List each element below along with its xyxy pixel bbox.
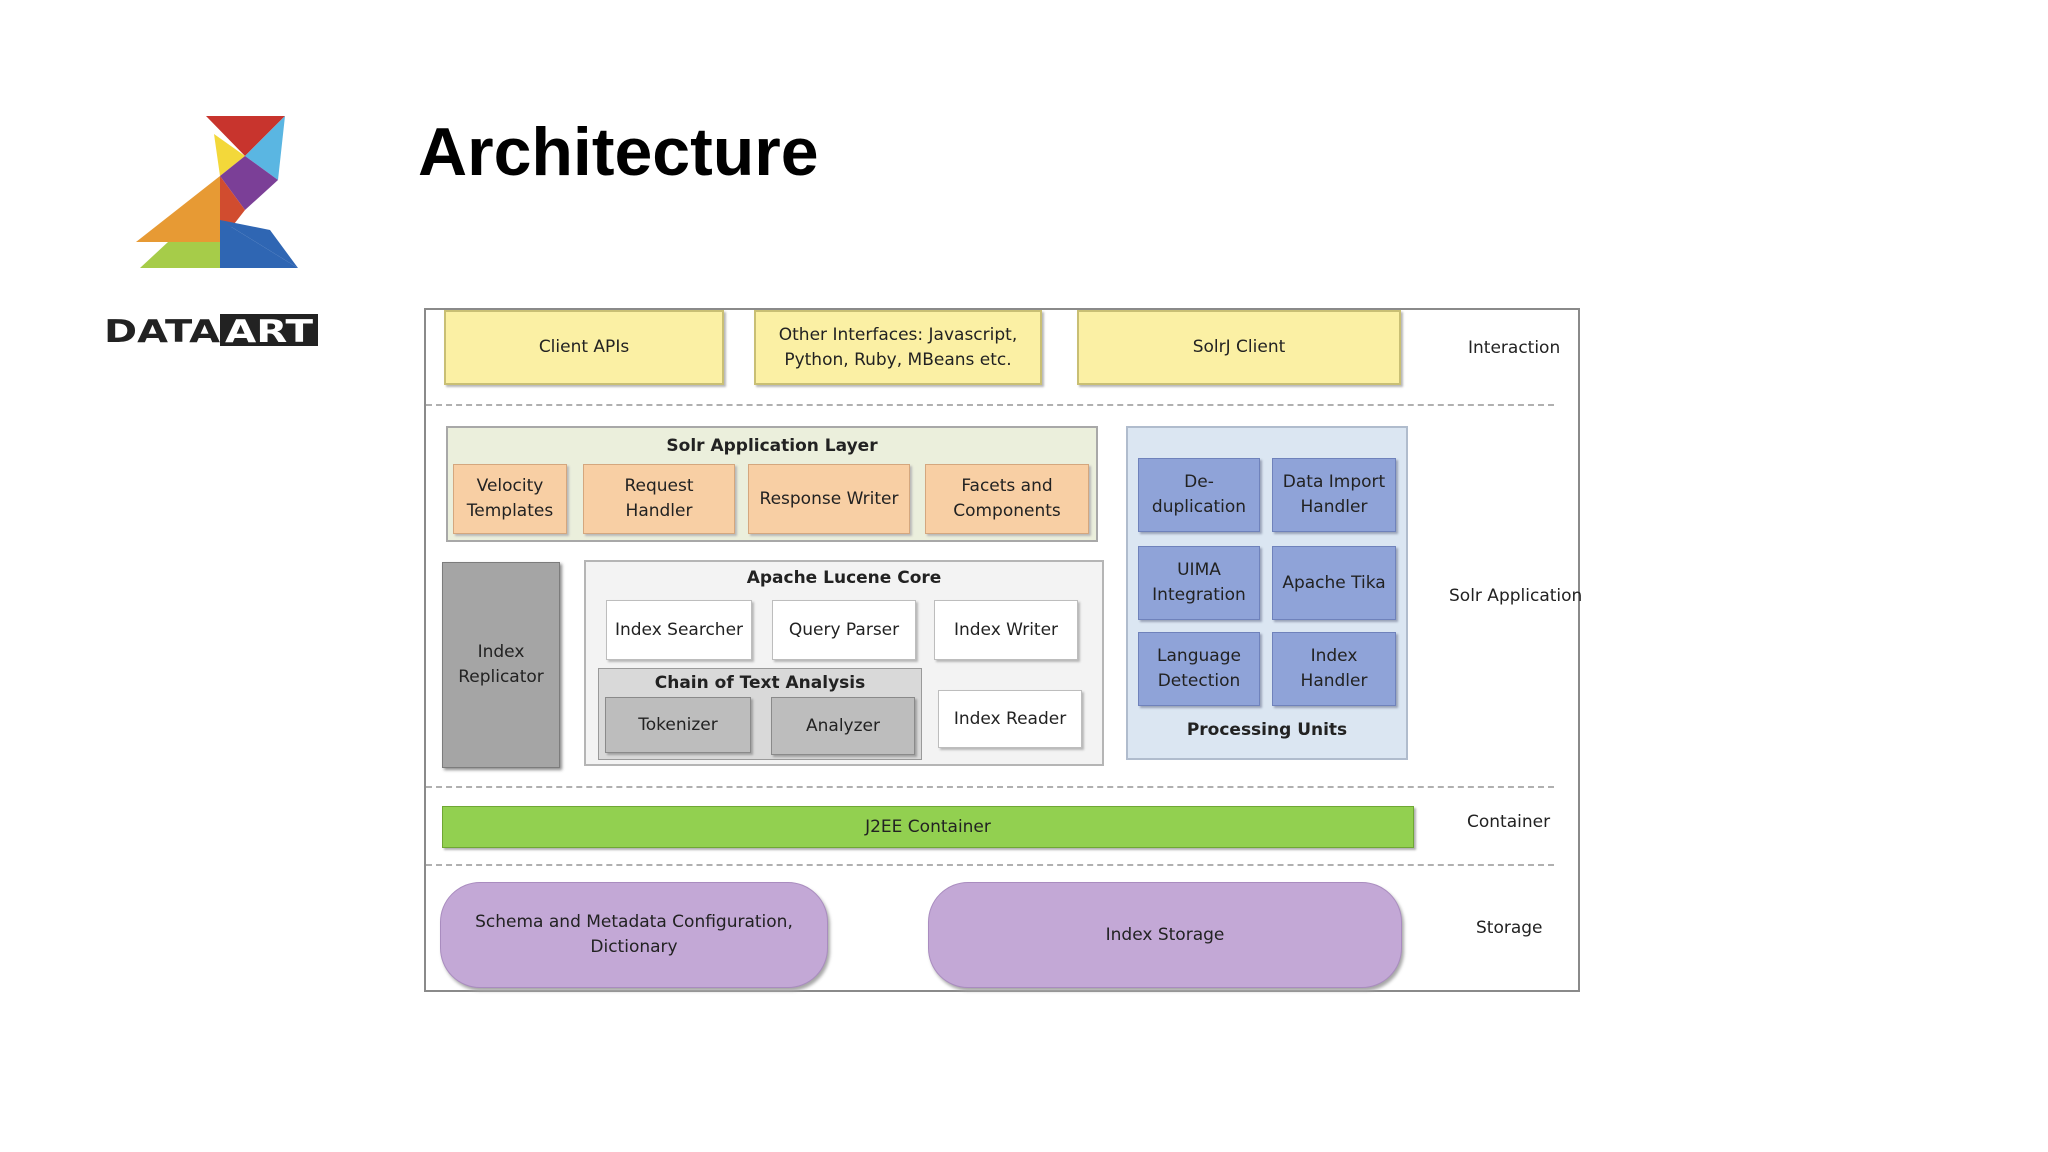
index-writer-box: Index Writer xyxy=(934,600,1078,660)
storage-label: Storage xyxy=(1476,918,1543,938)
architecture-diagram: Client APIs Other Interfaces: Javascript… xyxy=(424,308,1583,992)
solrj-client-box: SolrJ Client xyxy=(1077,310,1401,385)
lucene-core-title: Apache Lucene Core xyxy=(746,568,942,588)
divider-line xyxy=(426,786,1554,788)
request-handler-box: Request Handler xyxy=(583,464,735,534)
svg-text:ART: ART xyxy=(225,314,313,347)
other-interfaces-box: Other Interfaces: Javascript, Python, Ru… xyxy=(754,310,1042,385)
deduplication-box: De- duplication xyxy=(1138,458,1260,532)
index-replicator-box: Index Replicator xyxy=(442,562,560,768)
facets-components-box: Facets and Components xyxy=(925,464,1089,534)
j2ee-container-bar: J2EE Container xyxy=(442,806,1414,848)
chain-text-analysis-panel: Chain of Text Analysis Tokenizer Analyze… xyxy=(598,668,922,760)
index-searcher-box: Index Searcher xyxy=(606,600,752,660)
svg-text:DATA: DATA xyxy=(104,314,220,347)
index-reader-box: Index Reader xyxy=(938,690,1082,748)
interaction-label: Interaction xyxy=(1468,338,1561,358)
processing-units-panel: De- duplication Data Import Handler UIMA… xyxy=(1126,426,1408,760)
processing-units-title: Processing Units xyxy=(1186,720,1348,740)
page-title: Architecture xyxy=(418,114,819,190)
solr-application-label: Solr Application xyxy=(1449,586,1583,606)
language-detection-box: Language Detection xyxy=(1138,632,1260,706)
solr-application-layer-panel: Solr Application Layer Velocity Template… xyxy=(446,426,1098,542)
dataart-logo-text: DATA ART xyxy=(104,314,318,347)
tokenizer-box: Tokenizer xyxy=(605,697,751,753)
schema-metadata-storage-box: Schema and Metadata Configuration, Dicti… xyxy=(440,882,828,988)
client-apis-box: Client APIs xyxy=(444,310,724,385)
data-import-handler-box: Data Import Handler xyxy=(1272,458,1396,532)
index-storage-box: Index Storage xyxy=(928,882,1402,988)
apache-tika-box: Apache Tika xyxy=(1272,546,1396,620)
dataart-logo-icon xyxy=(136,116,298,268)
lucene-core-panel: Apache Lucene Core Index Searcher Query … xyxy=(584,560,1104,766)
divider-line xyxy=(426,864,1554,866)
index-handler-box: Index Handler xyxy=(1272,632,1396,706)
divider-line xyxy=(426,404,1554,406)
chain-text-analysis-title: Chain of Text Analysis xyxy=(654,673,866,693)
response-writer-box: Response Writer xyxy=(748,464,910,534)
query-parser-box: Query Parser xyxy=(772,600,916,660)
analyzer-box: Analyzer xyxy=(771,697,915,755)
uima-integration-box: UIMA Integration xyxy=(1138,546,1260,620)
solr-application-layer-title: Solr Application Layer xyxy=(666,436,878,456)
container-label: Container xyxy=(1467,812,1551,832)
velocity-templates-box: Velocity Templates xyxy=(453,464,567,534)
